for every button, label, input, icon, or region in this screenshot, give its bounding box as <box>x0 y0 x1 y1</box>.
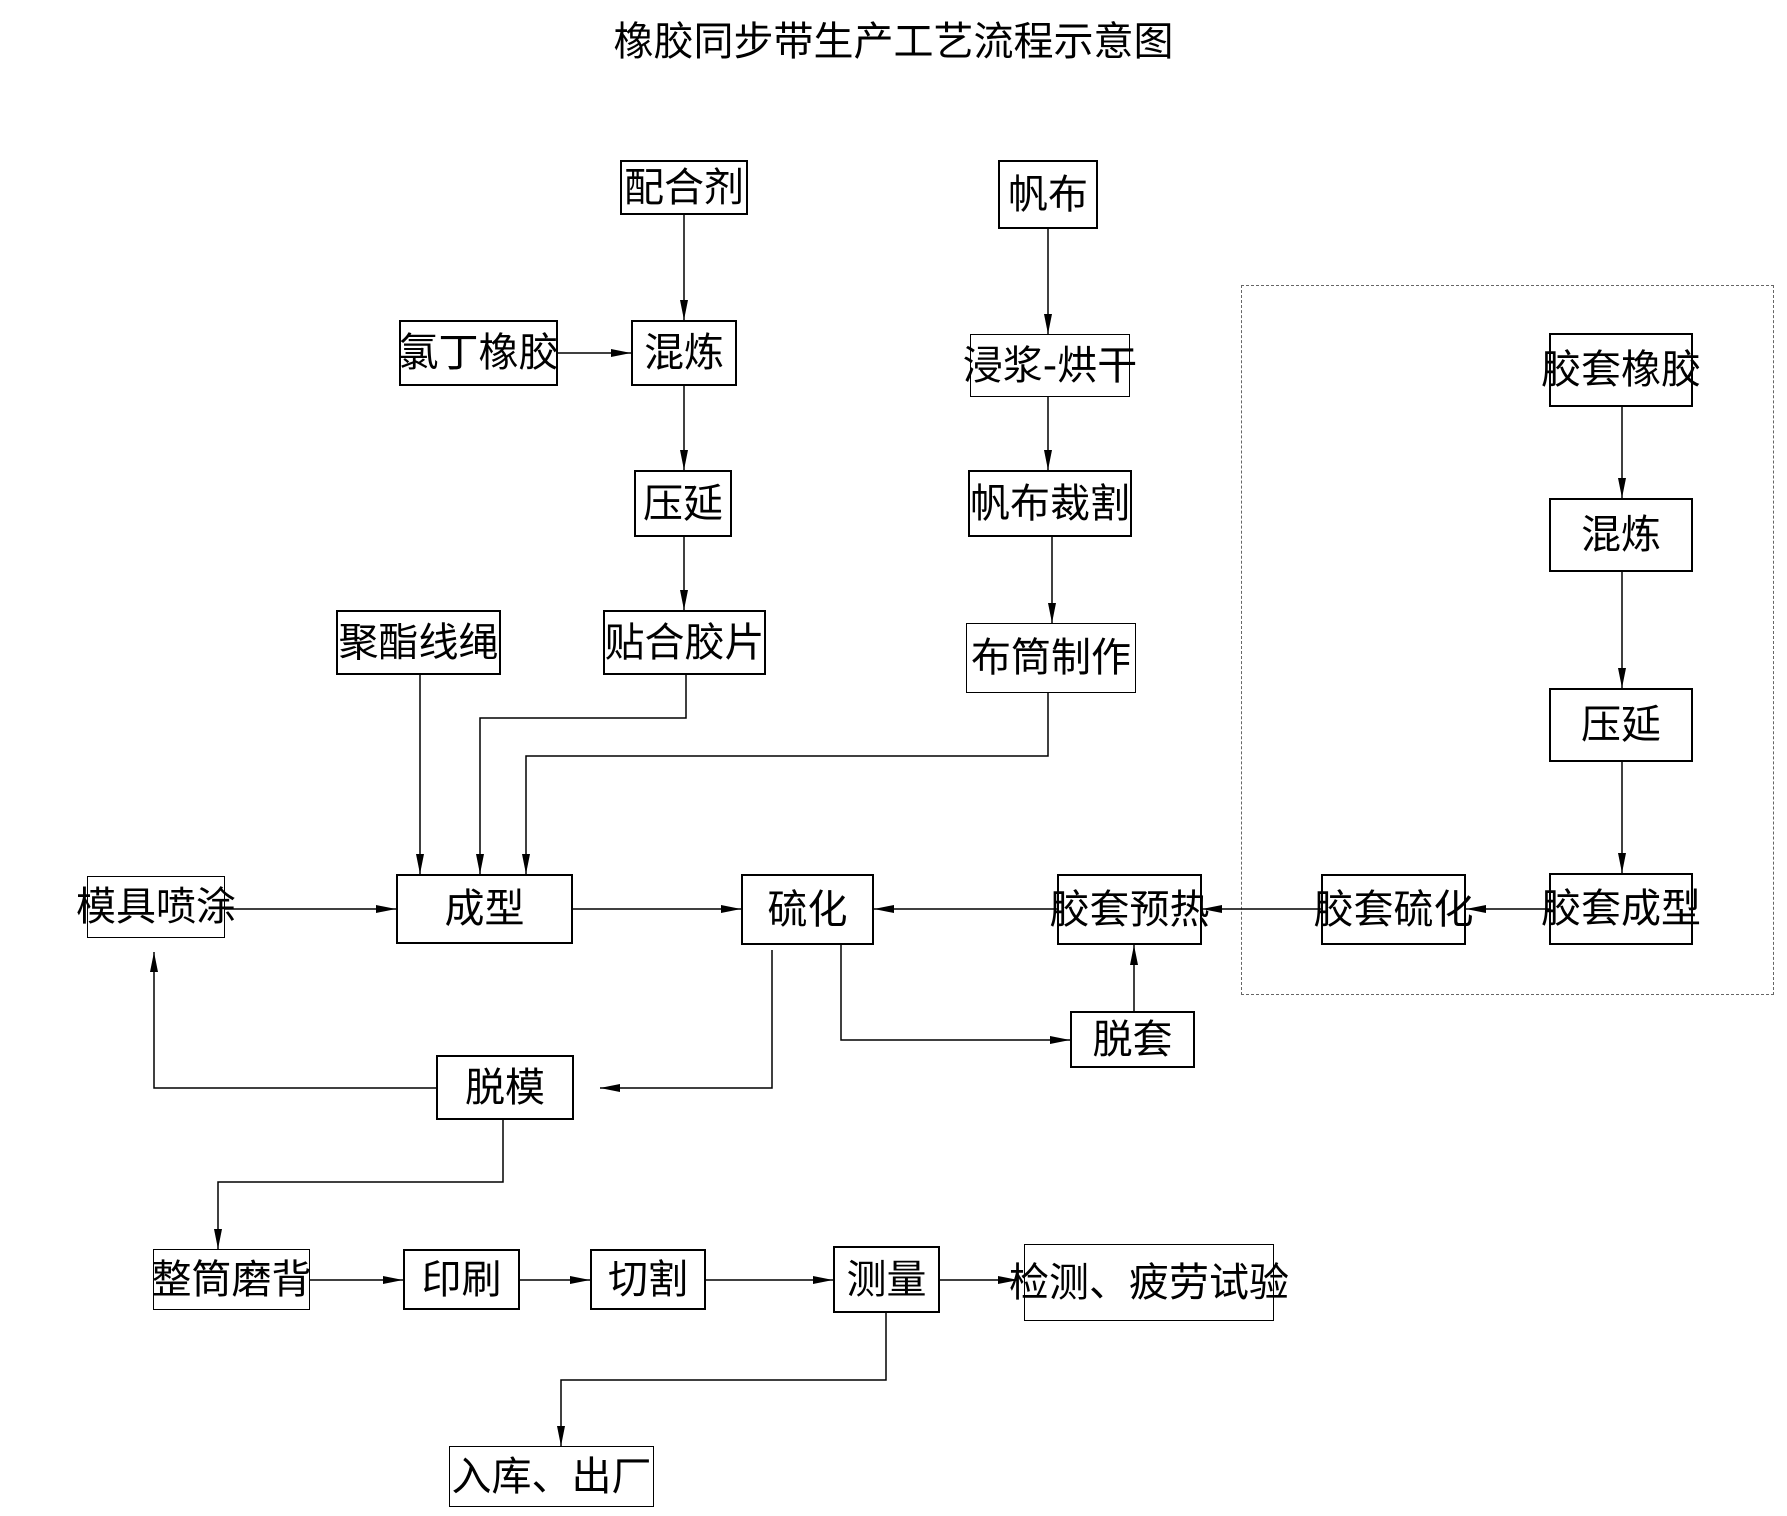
arrow-butong-to-chengxing <box>522 693 1049 874</box>
arrow-celiang-to-ruku <box>557 1313 887 1446</box>
arrow-liuhua-to-tuomo <box>600 950 773 1092</box>
arrow-tiehe-to-chengxing <box>476 675 687 874</box>
node-mojupen: 模具喷涂 <box>76 876 236 938</box>
node-jiaotaoxiangjiao: 胶套橡胶 <box>1541 333 1701 407</box>
node-qiege: 切割 <box>590 1249 706 1310</box>
arrow-liuhua-to-tuotao <box>840 945 1070 1044</box>
node-ruku: 入库、出厂 <box>449 1446 654 1507</box>
node-zhengtong: 整筒磨背 <box>152 1249 312 1310</box>
node-yayan: 压延 <box>634 470 732 537</box>
node-fanbu: 帆布 <box>998 160 1098 229</box>
node-peihe: 配合剂 <box>620 160 748 215</box>
node-tuomo: 脱模 <box>436 1055 574 1120</box>
node-jinjiang: 浸浆-烘干 <box>963 334 1137 397</box>
sleeve-process-group <box>1241 285 1774 995</box>
node-butong: 布筒制作 <box>966 623 1136 693</box>
node-liuhua: 硫化 <box>741 874 874 945</box>
node-celiang: 测量 <box>833 1246 940 1313</box>
node-yayan2: 压延 <box>1549 688 1693 762</box>
arrow-tuomo-to-mojupen <box>150 952 436 1089</box>
node-jiaotaoliuhua: 胶套硫化 <box>1314 874 1474 945</box>
node-hunlian: 混炼 <box>631 320 737 386</box>
node-fanbucaige: 帆布裁割 <box>968 470 1132 537</box>
node-luding: 氯丁橡胶 <box>399 320 559 386</box>
node-jiaotaoyure: 胶套预热 <box>1050 874 1210 945</box>
node-jiaotaochengxing: 胶套成型 <box>1541 873 1701 945</box>
node-chengxing: 成型 <box>396 874 573 944</box>
node-hunlian2: 混炼 <box>1549 498 1693 572</box>
node-tiehe: 贴合胶片 <box>603 610 766 675</box>
node-jiance: 检测、疲劳试验 <box>1009 1244 1289 1321</box>
node-juzhi: 聚酯线绳 <box>336 610 501 675</box>
arrow-tuomo-to-zhengtong <box>214 1120 504 1249</box>
diagram-title: 橡胶同步带生产工艺流程示意图 <box>613 19 1174 65</box>
node-yinshua: 印刷 <box>403 1249 520 1310</box>
node-tuotao: 脱套 <box>1070 1011 1195 1068</box>
